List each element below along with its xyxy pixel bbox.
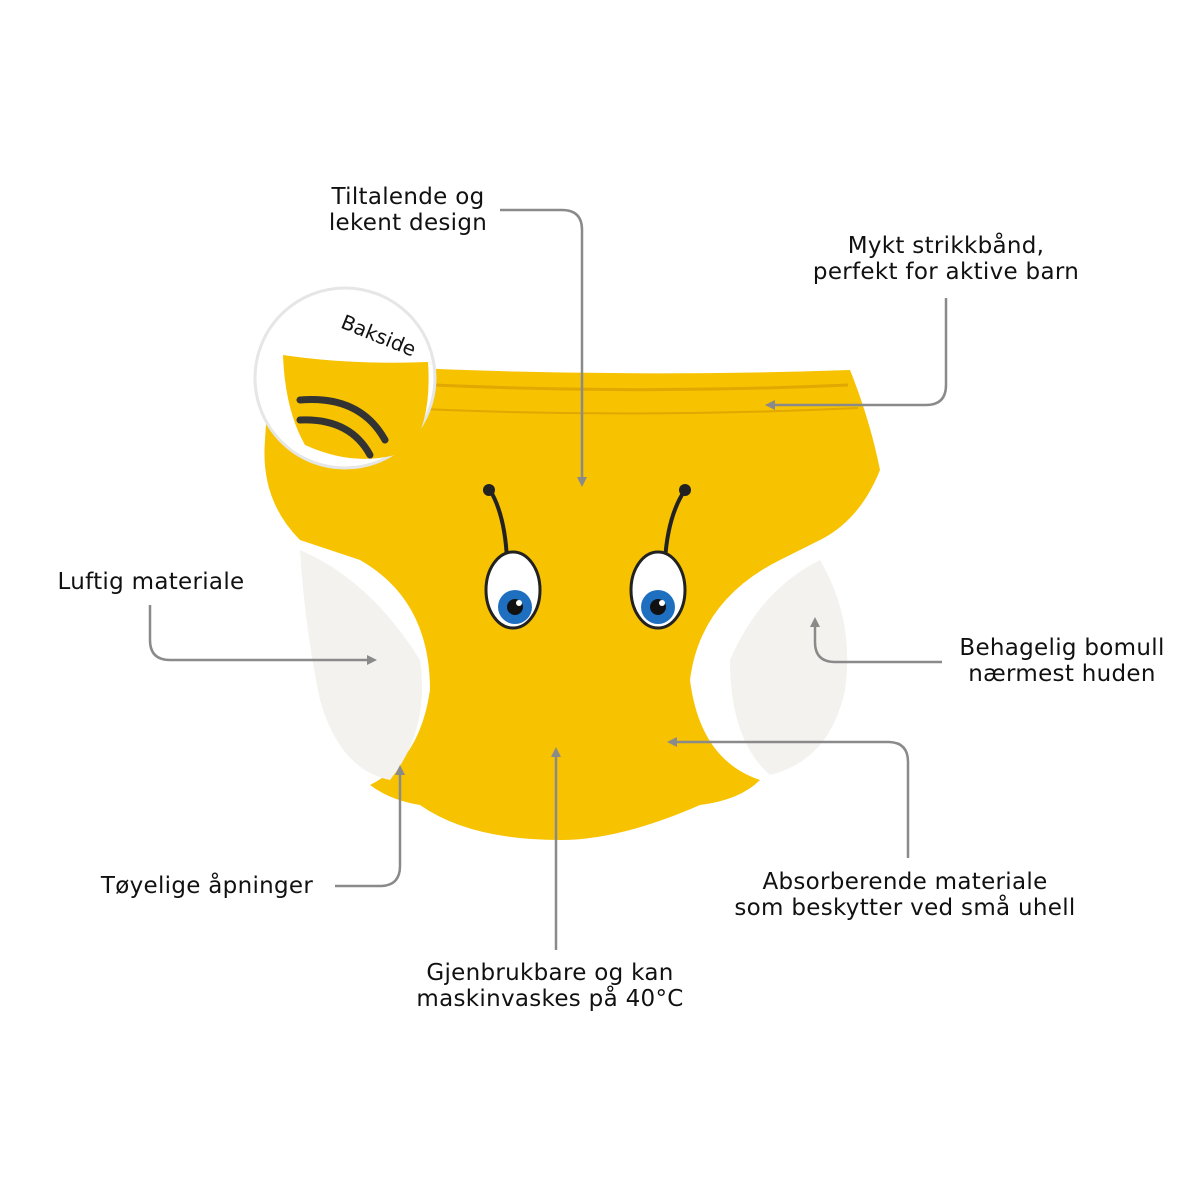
callout-openings: Tøyelige åpninger xyxy=(84,873,330,899)
back-side-badge: Bakside xyxy=(253,286,437,470)
callout-waistband: Mykt strikkbånd, perfekt for aktive barn xyxy=(786,233,1106,285)
callout-design: Tiltalende og lekent design xyxy=(308,184,508,236)
callout-line: Mykt strikkbånd, xyxy=(847,233,1045,259)
callout-line: Gjenbrukbare og kan xyxy=(426,960,674,986)
callout-line: Tiltalende og xyxy=(331,184,485,210)
leader-cotton xyxy=(810,617,942,664)
callout-line: nærmest huden xyxy=(968,661,1156,687)
leader-airy xyxy=(148,605,377,665)
callout-line: Luftig materiale xyxy=(57,569,245,595)
callout-absorbent: Absorberende materiale som beskytter ved… xyxy=(705,869,1105,921)
callout-cotton: Behagelig bomull nærmest huden xyxy=(947,635,1177,687)
bee-face xyxy=(483,484,691,630)
callout-line: Absorberende materiale xyxy=(762,869,1048,895)
callout-line: lekent design xyxy=(328,210,488,236)
leader-openings xyxy=(335,765,405,888)
callout-line: som beskytter ved små uhell xyxy=(734,895,1076,921)
callout-line: perfekt for aktive barn xyxy=(812,259,1080,285)
callout-reusable: Gjenbrukbare og kan maskinvaskes på 40°C xyxy=(395,960,705,1012)
leader-absorbent xyxy=(667,737,910,858)
callout-line: Tøyelige åpninger xyxy=(100,873,314,899)
callout-line: Behagelig bomull xyxy=(959,635,1165,661)
leader-lines xyxy=(148,208,948,950)
callout-line: maskinvaskes på 40°C xyxy=(416,986,684,1012)
callout-airy: Luftig materiale xyxy=(40,569,262,595)
leader-design xyxy=(500,208,587,487)
leader-waistband xyxy=(765,298,948,410)
